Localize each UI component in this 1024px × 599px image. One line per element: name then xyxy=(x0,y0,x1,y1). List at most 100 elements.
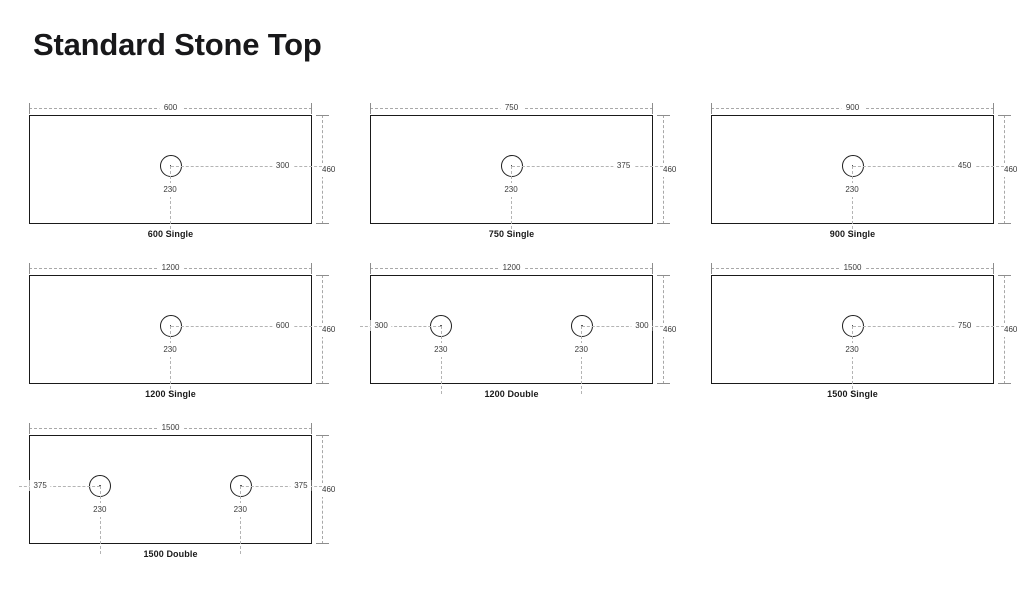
height-dimension: 460 xyxy=(312,435,336,544)
dimension-line xyxy=(170,325,322,327)
diagram-caption: 750 Single xyxy=(488,229,535,239)
diagram-row: 1500 375 230 375 230 460 1500 Double xyxy=(0,416,1024,576)
dimension-line xyxy=(852,326,853,395)
diagram-caption: 1500 Single xyxy=(827,389,878,399)
hole-horizontal-dimension: 300 xyxy=(360,319,442,332)
stone-top-drawing: 1200 300 230 300 230 460 1200 Double xyxy=(360,256,677,406)
width-dimension: 750 xyxy=(370,102,653,115)
hole-vertical-dimension: 230 xyxy=(230,486,250,555)
width-dimension-label: 1500 xyxy=(156,422,185,433)
height-dimension: 460 xyxy=(653,275,677,384)
dimension-tick-bottom xyxy=(998,223,1011,224)
dimension-tick-left xyxy=(29,423,30,434)
width-dimension: 900 xyxy=(711,102,994,115)
hole-horizontal-dimension-label: 375 xyxy=(612,159,635,171)
dimension-line xyxy=(852,166,853,235)
hole-vertical-dimension: 230 xyxy=(90,486,110,555)
height-dimension-label: 460 xyxy=(322,482,336,497)
dimension-line xyxy=(99,486,101,555)
dimension-line xyxy=(581,326,583,395)
dimension-line xyxy=(19,485,101,487)
width-dimension: 600 xyxy=(29,102,312,115)
diagram-cell: 1500 375 230 375 230 460 1500 Double xyxy=(0,416,341,576)
hole-horizontal-dimension-label: 375 xyxy=(290,479,312,491)
dimension-line xyxy=(511,165,663,167)
dimension-line xyxy=(360,325,442,327)
diagram-caption: 1500 Double xyxy=(143,549,198,559)
height-dimension: 460 xyxy=(312,275,336,384)
dimension-tick-top xyxy=(316,275,329,276)
hole-horizontal-dimension: 375 xyxy=(19,479,101,492)
height-dimension: 460 xyxy=(994,275,1018,384)
dimension-line xyxy=(440,326,442,395)
diagram-caption: 900 Single xyxy=(829,229,876,239)
height-dimension-label: 460 xyxy=(1004,322,1018,337)
diagram-caption: 1200 Double xyxy=(484,389,539,399)
dimension-tick-right xyxy=(652,263,653,274)
dimension-tick-bottom xyxy=(998,383,1011,384)
dimension-tick-right xyxy=(652,103,653,114)
stone-top-drawing: 1500 375 230 375 230 460 1500 Double xyxy=(19,416,336,566)
dimension-line xyxy=(240,485,322,487)
dimension-tick-bottom xyxy=(316,223,329,224)
dimension-tick-left xyxy=(29,103,30,114)
dimension-line xyxy=(170,165,322,167)
diagram-cell: 1500 750 230 460 1500 Single xyxy=(682,256,1023,416)
hole-vertical-dimension: 230 xyxy=(160,326,180,395)
dimension-tick-left xyxy=(370,103,371,114)
dimension-tick-left xyxy=(29,263,30,274)
hole-horizontal-dimension: 750 xyxy=(852,319,1004,332)
dimension-tick-left xyxy=(711,103,712,114)
hole-horizontal-dimension-label: 375 xyxy=(29,479,51,491)
width-dimension: 1500 xyxy=(711,262,994,275)
hole-vertical-dimension: 230 xyxy=(842,166,862,235)
dimension-tick-bottom xyxy=(657,383,670,384)
dimension-tick-bottom xyxy=(316,383,329,384)
hole-vertical-dimension-label: 230 xyxy=(431,343,451,358)
stone-top-drawing: 750 375 230 460 750 Single xyxy=(370,96,677,246)
dimension-tick-left xyxy=(370,263,371,274)
dimension-tick-right xyxy=(993,103,994,114)
height-dimension-label: 460 xyxy=(322,322,336,337)
dimension-tick-right xyxy=(311,103,312,114)
dimension-tick-top xyxy=(998,275,1011,276)
hole-vertical-dimension: 230 xyxy=(571,326,591,395)
stone-top-outline: 375 230 375 230 xyxy=(19,435,322,555)
hole-vertical-dimension-label: 230 xyxy=(842,343,862,358)
hole-horizontal-dimension-label: 300 xyxy=(631,319,653,331)
stone-top-outline: 375 230 xyxy=(370,115,663,235)
height-dimension-label: 460 xyxy=(663,162,677,177)
width-dimension: 1200 xyxy=(370,262,653,275)
hole-horizontal-dimension-label: 750 xyxy=(953,319,976,331)
width-dimension-label: 600 xyxy=(158,102,183,113)
dimension-tick-top xyxy=(657,275,670,276)
hole-horizontal-dimension-label: 450 xyxy=(953,159,976,171)
dimension-line xyxy=(511,166,512,235)
height-dimension: 460 xyxy=(312,115,336,224)
hole-vertical-dimension-label: 230 xyxy=(160,343,180,358)
hole-vertical-dimension: 230 xyxy=(501,166,521,235)
hole-horizontal-dimension: 300 xyxy=(170,159,322,172)
width-dimension-label: 1500 xyxy=(838,262,867,273)
hole-vertical-dimension-label: 230 xyxy=(230,503,250,518)
dimension-tick-top xyxy=(657,115,670,116)
stone-top-outline: 300 230 300 230 xyxy=(360,275,663,395)
hole-vertical-dimension-label: 230 xyxy=(571,343,591,358)
dimension-tick-right xyxy=(993,263,994,274)
dimension-line xyxy=(240,486,242,555)
hole-horizontal-dimension: 375 xyxy=(240,479,322,492)
dimension-line xyxy=(581,325,663,327)
height-dimension-label: 460 xyxy=(663,322,677,337)
hole-horizontal-dimension: 375 xyxy=(511,159,663,172)
dimension-tick-bottom xyxy=(657,223,670,224)
dimension-line xyxy=(170,166,171,235)
width-dimension-label: 900 xyxy=(840,102,865,113)
dimension-tick-right xyxy=(311,423,312,434)
